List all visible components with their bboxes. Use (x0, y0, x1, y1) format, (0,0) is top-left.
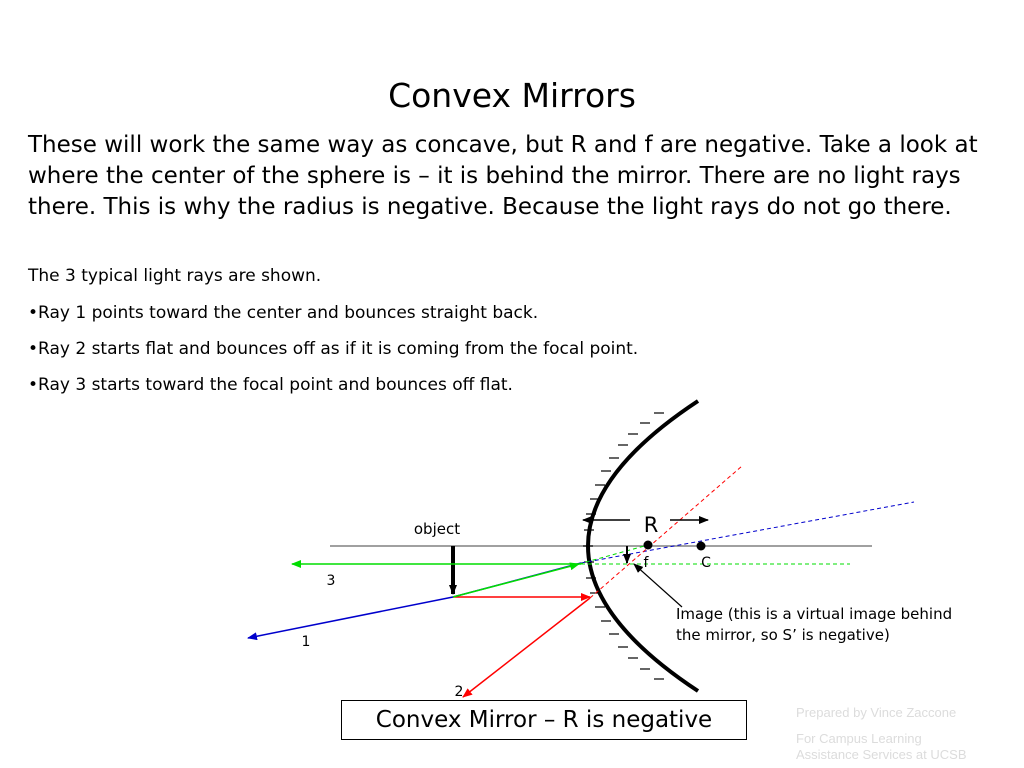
center-point-dot (696, 541, 706, 551)
image-annotation-line-2: the mirror, so S’ is negative) (676, 626, 890, 644)
ray-2-virtual-extension (589, 465, 743, 599)
focal-point-label: f (644, 555, 650, 571)
ray-1-reflected (247, 596, 454, 641)
slide-title: Convex Mirrors (388, 76, 636, 115)
ray-1-bullet: •Ray 1 points toward the center and boun… (28, 303, 539, 323)
ray-1-virtual-extension (580, 501, 915, 564)
credit-line-3: Assistance Services at UCSB (796, 747, 967, 762)
ray-3-label: 3 (327, 573, 336, 589)
center-point-label: C (701, 555, 711, 571)
ray-2-reflected (462, 597, 591, 698)
image-annotation-pointer (633, 563, 683, 608)
caption-box: Convex Mirror – R is negative (341, 700, 747, 740)
radius-label: R (644, 513, 659, 537)
ray-1-label: 1 (302, 634, 311, 650)
intro-paragraph: These will work the same way as concave,… (28, 132, 978, 220)
image-annotation-line-1: Image (this is a virtual image behind (676, 605, 952, 623)
ray-3-virtual-extension-to-focal (578, 544, 649, 565)
ray-2-bullet: •Ray 2 starts flat and bounces off as if… (28, 339, 639, 359)
credit-line-1: Prepared by Vince Zaccone (796, 705, 957, 720)
ray-3-incident (452, 562, 580, 598)
mirror-hatching (583, 412, 664, 680)
object-label: object (414, 520, 460, 538)
ray-3-bullet: •Ray 3 starts toward the focal point and… (28, 375, 513, 395)
rays-intro-text: The 3 typical light rays are shown. (28, 266, 322, 286)
focal-point-dot (643, 540, 653, 550)
ray-2-label: 2 (455, 684, 464, 700)
credit-line-2: For Campus Learning (796, 731, 922, 746)
